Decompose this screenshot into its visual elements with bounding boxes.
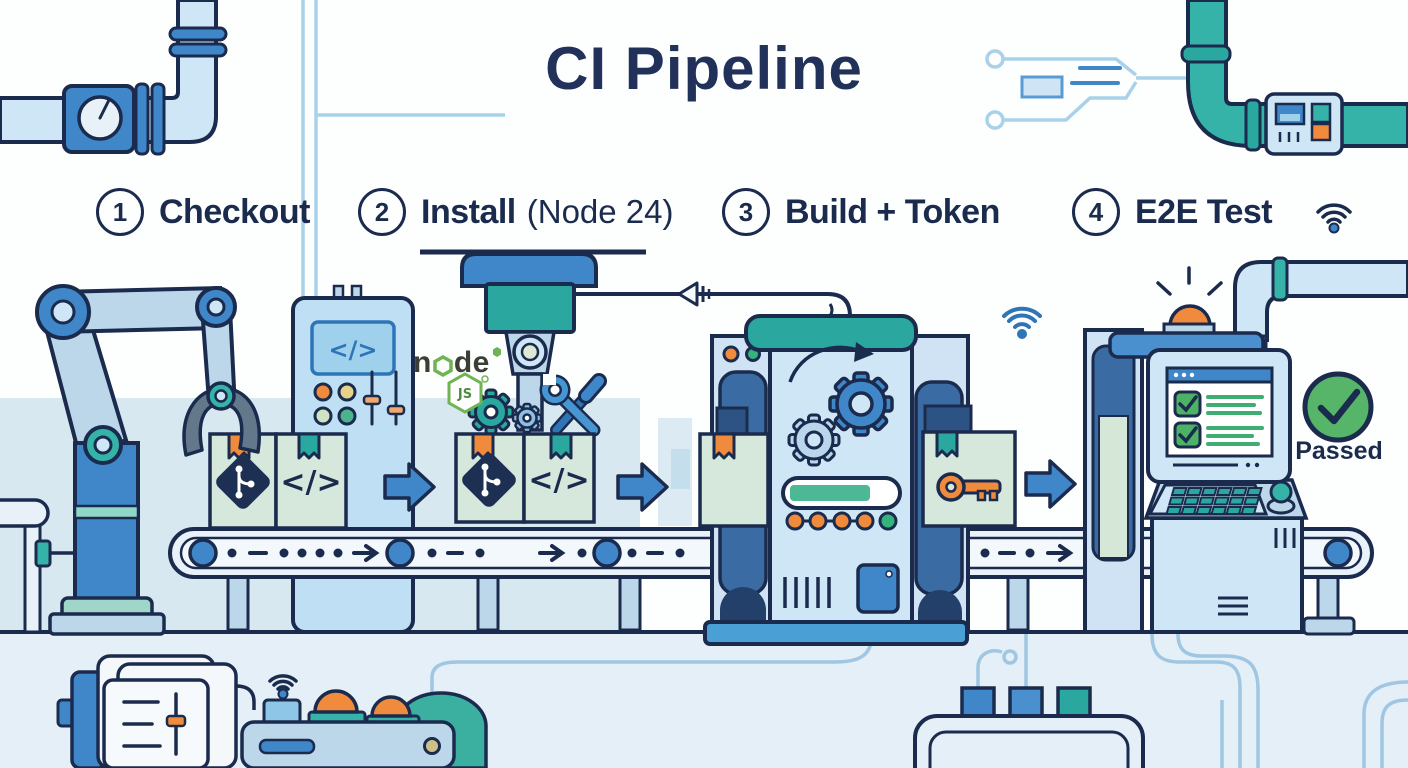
trackball bbox=[1266, 480, 1296, 515]
panel-screen bbox=[310, 320, 396, 376]
gear-icon bbox=[828, 371, 894, 437]
step-2-number: 2 bbox=[358, 188, 406, 236]
vents bbox=[783, 577, 831, 608]
node-wordmark-left: n bbox=[413, 346, 432, 379]
dome-button-icon bbox=[313, 689, 359, 714]
side-table bbox=[0, 498, 75, 634]
floor-devices-left bbox=[56, 654, 488, 768]
step-1-checkout: 1 Checkout bbox=[96, 188, 310, 236]
pipe-top-left bbox=[0, 0, 228, 156]
wifi-icon bbox=[1002, 306, 1042, 339]
step-4-e2e-test: 4 E2E Test bbox=[1072, 188, 1273, 236]
gear-icon bbox=[511, 402, 543, 434]
tools-crossed-icon bbox=[539, 373, 607, 437]
key-icon bbox=[936, 472, 1002, 502]
wifi-icon bbox=[1316, 203, 1352, 234]
keyboard-icon bbox=[1147, 483, 1269, 516]
vents bbox=[1218, 528, 1296, 616]
step-1-label: Checkout bbox=[159, 192, 310, 231]
pipe-top-right bbox=[1180, 0, 1408, 156]
exhaust-pipe bbox=[1233, 260, 1408, 342]
alarm-light-icon bbox=[1156, 266, 1223, 338]
documents-icon bbox=[96, 654, 256, 768]
step-4-label: E2E Test bbox=[1135, 192, 1273, 231]
dome-button-icon bbox=[370, 695, 412, 718]
step-4-number: 4 bbox=[1072, 188, 1120, 236]
circuit-top-right bbox=[985, 49, 1188, 130]
belt-motion-marks bbox=[227, 544, 1074, 562]
code-icon: </> bbox=[329, 336, 378, 364]
wifi-icon bbox=[268, 674, 298, 700]
code-icon: </> bbox=[528, 463, 589, 498]
status-dots bbox=[785, 511, 898, 531]
step-3-label: Build + Token bbox=[785, 192, 1000, 231]
step-3-number: 3 bbox=[722, 188, 770, 236]
belt-rollers bbox=[188, 538, 1353, 568]
panel-button bbox=[337, 406, 357, 426]
code-icon: </> bbox=[280, 465, 341, 500]
node-badge-label: JS bbox=[457, 387, 472, 402]
slider-handle bbox=[165, 714, 187, 728]
build-machine bbox=[698, 303, 1077, 646]
build-input-box bbox=[698, 432, 770, 528]
install-gears-tools bbox=[467, 373, 607, 437]
indicator-light bbox=[722, 345, 740, 363]
station-install-boxes: </> bbox=[454, 432, 596, 524]
test-screen bbox=[1165, 366, 1274, 458]
panel-button bbox=[313, 406, 333, 426]
nodejs-js-badge: JS bbox=[446, 372, 490, 421]
slider-handle bbox=[362, 394, 382, 406]
station-checkout-boxes: </> bbox=[208, 432, 348, 530]
robot-gripper bbox=[182, 381, 261, 457]
cycle-arrow-icon bbox=[788, 345, 863, 383]
step-2-detail: (Node 24) bbox=[526, 193, 674, 230]
node-wordmark-right: de bbox=[453, 346, 490, 379]
e2e-machine bbox=[1083, 256, 1408, 634]
step-1-number: 1 bbox=[96, 188, 144, 236]
token-box bbox=[921, 430, 1017, 528]
control-box bbox=[240, 689, 456, 768]
check-icon bbox=[1317, 388, 1361, 425]
passed-label: Passed bbox=[1295, 437, 1383, 465]
page-title: CI Pipeline bbox=[545, 35, 863, 102]
circuit-top-center bbox=[301, 0, 505, 298]
arrow-right-icon bbox=[1024, 459, 1077, 509]
registered-mark-icon bbox=[481, 375, 489, 383]
panel-button bbox=[313, 382, 333, 402]
robot-arm bbox=[35, 284, 237, 636]
install-press bbox=[420, 249, 646, 432]
step-2-install: 2 Install (Node 24) bbox=[358, 188, 674, 236]
nodejs-logo: n de bbox=[413, 346, 502, 380]
floor-circuit-traces bbox=[430, 633, 1408, 768]
step-2-label: Install bbox=[421, 192, 516, 231]
node-hexagon-o-icon bbox=[433, 355, 453, 377]
slider-handle bbox=[386, 404, 406, 416]
gear-icon bbox=[787, 413, 841, 467]
step-3-build-token: 3 Build + Token bbox=[722, 188, 1000, 236]
chip-icon bbox=[1020, 75, 1064, 99]
node-hex-dot-icon bbox=[492, 347, 501, 357]
floor-device-middle bbox=[913, 686, 1145, 768]
gauge-icon bbox=[77, 95, 123, 141]
valve-icon bbox=[677, 281, 699, 307]
pipe-controller bbox=[1264, 92, 1344, 156]
progress-bar bbox=[781, 476, 902, 510]
panel-button bbox=[337, 382, 357, 402]
passed-badge bbox=[1302, 371, 1374, 443]
gear-icon bbox=[467, 388, 515, 436]
